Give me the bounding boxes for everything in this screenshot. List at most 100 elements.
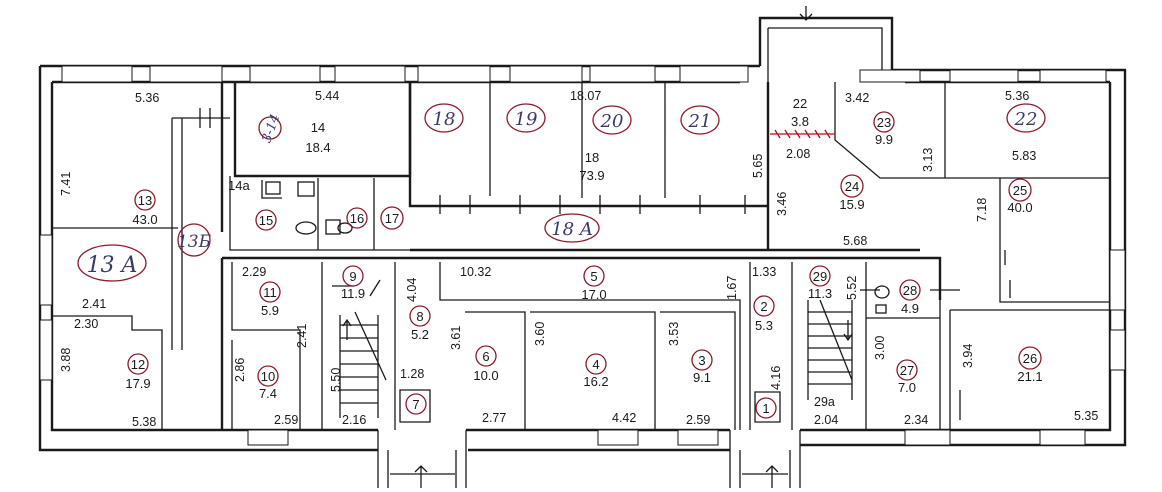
room-2: 25.3 xyxy=(753,295,775,333)
svg-text:9: 9 xyxy=(349,269,356,284)
room-18: 18 73.9 xyxy=(579,150,604,183)
room-16: 16 xyxy=(346,207,368,229)
svg-text:14: 14 xyxy=(311,120,325,135)
svg-text:19: 19 xyxy=(515,109,538,130)
svg-text:24: 24 xyxy=(845,179,859,194)
dim-14: 10.32 xyxy=(460,265,491,279)
dim-5: 5.36 xyxy=(1005,89,1029,103)
dim-38: 2.59 xyxy=(686,413,710,427)
room-4: 416.2 xyxy=(583,353,609,389)
svg-text:4: 4 xyxy=(592,357,599,372)
svg-text:15.9: 15.9 xyxy=(839,197,864,212)
room-13b: 13Б xyxy=(177,223,212,257)
dim-10: 2.08 xyxy=(786,147,810,161)
dim-22: 3.61 xyxy=(449,326,463,350)
dim-17: 4.04 xyxy=(405,278,419,302)
room-14: 14 18.4 xyxy=(305,120,330,155)
dim-13: 5.68 xyxy=(843,234,867,248)
svg-text:18.4: 18.4 xyxy=(305,140,330,155)
dim-29: 2.86 xyxy=(233,358,247,382)
dim-25: 2.41 xyxy=(295,324,309,348)
room-13a: 13 A xyxy=(77,244,147,282)
svg-text:3: 3 xyxy=(698,353,705,368)
svg-text:3-14: 3-14 xyxy=(259,112,283,145)
room-19-label: 19 xyxy=(506,103,546,133)
dim-7: 5.83 xyxy=(1012,149,1036,163)
svg-text:5: 5 xyxy=(590,269,597,284)
svg-text:7: 7 xyxy=(412,397,419,412)
svg-text:17.0: 17.0 xyxy=(581,287,606,302)
dim-27: 3.94 xyxy=(961,344,975,368)
dim-39: 2.04 xyxy=(814,413,838,427)
svg-text:3.8: 3.8 xyxy=(791,114,809,129)
svg-text:15: 15 xyxy=(259,213,273,228)
svg-text:2: 2 xyxy=(760,299,767,314)
svg-text:5.9: 5.9 xyxy=(261,303,279,318)
svg-text:11.3: 11.3 xyxy=(808,286,832,301)
dim-40: 2.34 xyxy=(904,413,928,427)
dim-8: 5.65 xyxy=(751,154,765,178)
dim-35: 2.16 xyxy=(342,413,366,427)
dim-1: 5.36 xyxy=(135,91,159,105)
svg-text:17.9: 17.9 xyxy=(125,376,150,391)
room-28: 284.9 xyxy=(899,279,921,316)
room-20-label: 20 xyxy=(592,105,632,135)
room-24: 24 15.9 xyxy=(839,174,865,212)
svg-text:22: 22 xyxy=(793,96,807,111)
svg-text:18: 18 xyxy=(433,109,456,130)
dim-31: 1.28 xyxy=(400,367,424,381)
svg-text:13: 13 xyxy=(138,193,152,208)
dim-36: 2.77 xyxy=(482,411,506,425)
svg-text:73.9: 73.9 xyxy=(579,168,604,183)
svg-text:5.2: 5.2 xyxy=(411,327,429,342)
staircase-left xyxy=(339,311,387,418)
windows xyxy=(39,65,1126,446)
stair-label-29a: 29a xyxy=(814,395,835,409)
svg-text:18: 18 xyxy=(585,150,599,165)
svg-text:6: 6 xyxy=(482,349,489,364)
room-12: 12 17.9 xyxy=(125,353,151,391)
dim-34: 2.59 xyxy=(274,413,298,427)
dim-3: 18.07 xyxy=(570,89,601,103)
svg-text:4.9: 4.9 xyxy=(901,301,919,316)
svg-text:1: 1 xyxy=(762,401,769,416)
svg-text:27: 27 xyxy=(900,363,914,378)
room-5: 517.0 xyxy=(581,265,607,302)
svg-text:13Б: 13Б xyxy=(177,232,212,252)
room-13: 13 43.0 xyxy=(132,189,158,227)
dim-26: 3.00 xyxy=(873,336,887,360)
dim-24: 3.53 xyxy=(667,322,681,346)
svg-text:8: 8 xyxy=(416,309,423,324)
dim-30: 5.50 xyxy=(329,368,343,392)
dim-19: 5.52 xyxy=(845,276,859,300)
dim-28: 3.88 xyxy=(59,348,73,372)
staircase-right xyxy=(807,299,853,400)
svg-text:16.2: 16.2 xyxy=(583,374,608,389)
room-7: 7 xyxy=(405,393,427,415)
svg-text:20: 20 xyxy=(600,111,624,132)
room-1: 1 xyxy=(755,397,777,419)
dim-41: 5.35 xyxy=(1074,409,1098,423)
room-14-circle: 3-14 xyxy=(258,112,283,145)
dim-15: 1.33 xyxy=(752,265,776,279)
room-9: 911.9 xyxy=(341,265,365,301)
dim-21: 2.30 xyxy=(74,317,98,331)
dim-6: 7.41 xyxy=(59,172,73,196)
svg-text:17: 17 xyxy=(385,211,399,226)
room-10: 107.4 xyxy=(257,365,279,401)
svg-text:25: 25 xyxy=(1013,183,1027,198)
svg-text:43.0: 43.0 xyxy=(132,212,157,227)
room-27: 277.0 xyxy=(896,359,918,395)
dim-33: 5.38 xyxy=(132,415,156,429)
svg-text:7.4: 7.4 xyxy=(259,386,277,401)
dimension-labels: 5.36 5.44 18.07 3.42 5.36 7.41 5.83 5.65… xyxy=(59,89,1098,429)
room-14a: 14а xyxy=(228,178,250,193)
svg-text:11.9: 11.9 xyxy=(341,286,365,301)
dim-2: 5.44 xyxy=(315,89,339,103)
svg-text:12: 12 xyxy=(131,357,145,372)
dim-32: 4.16 xyxy=(769,366,783,390)
room-17: 17 xyxy=(380,206,404,230)
